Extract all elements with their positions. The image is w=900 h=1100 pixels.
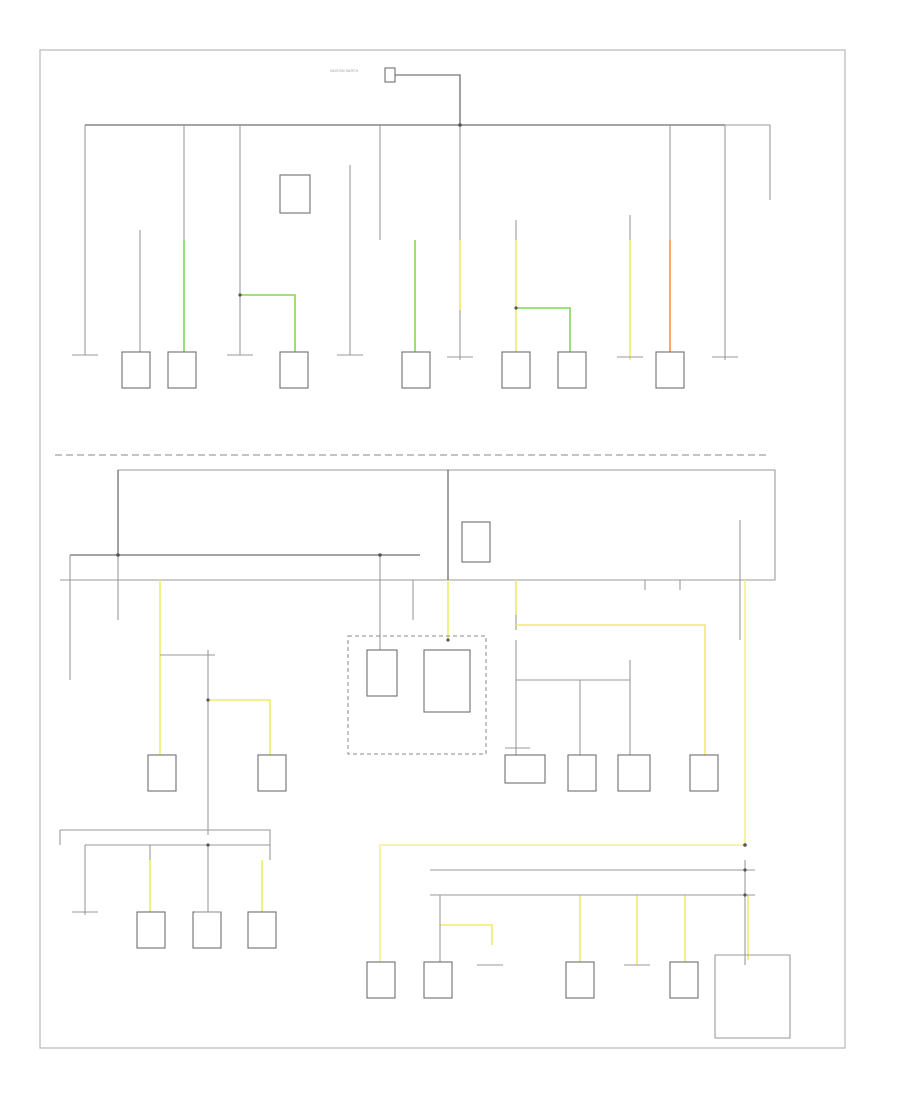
wire-yellow-b9 [440,924,493,945]
top-component-6 [557,351,587,389]
bottom-yellow-wires [149,580,749,965]
bottom-components [136,754,719,999]
top-colored-wires [183,240,671,360]
bottom-component-3 [504,754,546,784]
bottom-component-7 [136,911,166,949]
top-component-5 [501,351,531,389]
fusebox-2-relay [461,521,491,563]
top-relay [279,174,311,214]
bottom-grounds [72,747,650,966]
top-section: IGNITION SWITCH [72,67,771,389]
diagram-frame [39,49,846,1049]
middle-module-box [347,635,487,755]
middle-module-2 [423,649,471,713]
bottom-component-4 [567,754,597,792]
top-fusebox-right [725,124,771,200]
wire-yellow-b5 [516,624,706,760]
bottom-section [59,469,791,1039]
ignition-switch-symbol [384,67,396,83]
bottom-component-9 [247,911,277,949]
middle-module-1 [366,649,398,697]
top-component-4 [401,351,431,389]
wire-yellow-b2 [208,699,271,760]
top-components [121,351,685,389]
right-enclosure [714,954,791,1039]
ignition-switch-label: IGNITION SWITCH [330,69,359,73]
bottom-component-12 [565,961,595,999]
top-component-2 [167,351,197,389]
top-main-feed [390,74,461,125]
bottom-left-wires [59,650,271,915]
wire-yellow-b6 [379,580,746,965]
top-drops [84,125,726,360]
bottom-right-wires [430,640,755,965]
top-component-7 [655,351,685,389]
bottom-component-11 [423,961,453,999]
bottom-component-6 [689,754,719,792]
fusebox-2-outline [60,469,776,581]
bottom-junctions [116,553,747,897]
bottom-drops [69,520,741,680]
top-component-1 [121,351,151,389]
top-grounds [72,354,738,358]
bottom-component-5 [617,754,651,792]
bottom-component-10 [366,961,396,999]
bottom-component-2 [257,754,287,792]
top-junctions [238,123,518,310]
bottom-component-8 [192,911,222,949]
top-component-3 [279,351,309,389]
bottom-component-1 [147,754,177,792]
wire-green-2 [240,294,296,360]
wire-green-4 [516,307,571,360]
bottom-component-13 [669,961,699,999]
